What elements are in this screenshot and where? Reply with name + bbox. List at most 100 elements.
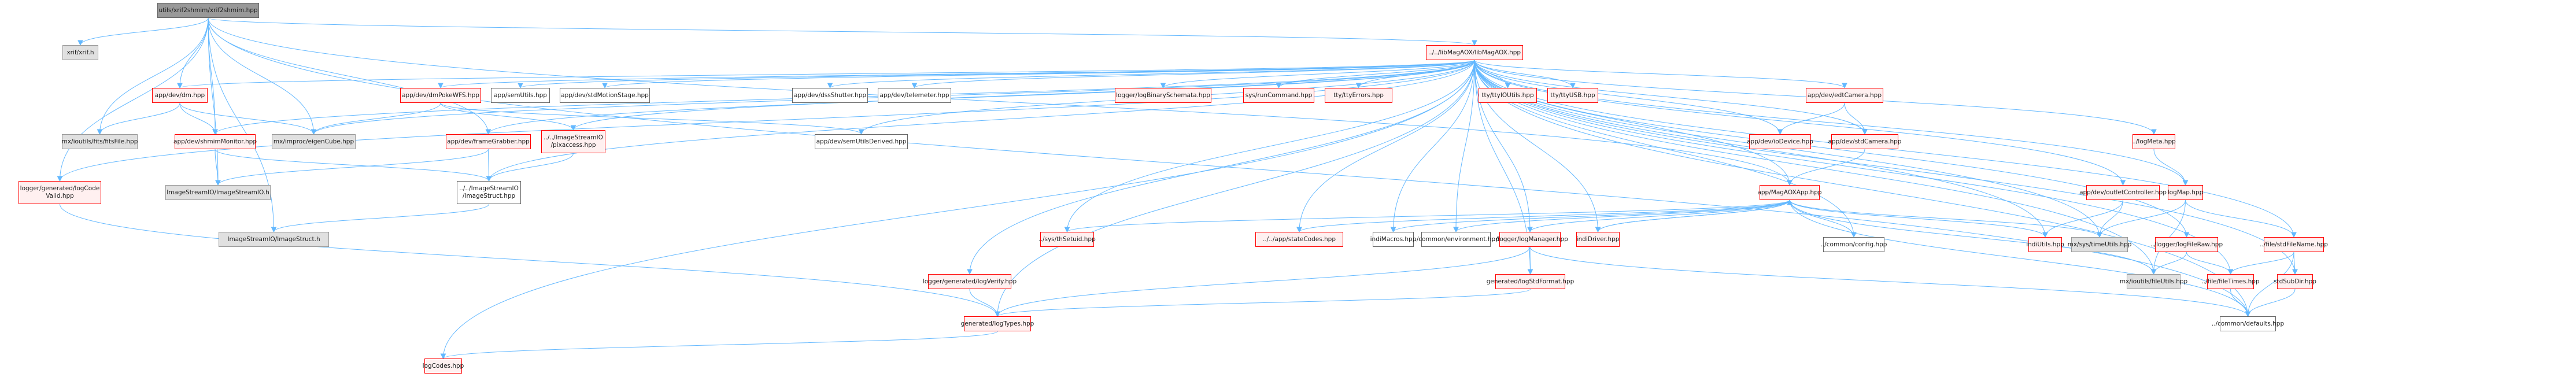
arrowhead-icon — [486, 176, 492, 182]
arrowhead-icon — [311, 129, 317, 135]
graph-node-stdsubdir[interactable]: stdSubDir.hpp — [2274, 274, 2316, 289]
graph-node-libmagaox[interactable]: ../../libMagAOX/libMagAOX.hpp — [1426, 45, 1523, 60]
graph-node-logbinary[interactable]: logger/logBinarySchemata.hpp — [1115, 88, 1211, 103]
graph-node-imagestruct_h[interactable]: ImageStreamIO/ImageStruct.h — [219, 232, 329, 247]
graph-node-thsetuid[interactable]: ../sys/thSetuid.hpp — [1038, 232, 1096, 247]
graph-node-environment[interactable]: ../common/environment.hpp — [1413, 232, 1499, 247]
graph-node-semutilsderived[interactable]: app/dev/semUtilsDerived.hpp — [815, 134, 908, 149]
graph-node-logmanager[interactable]: ../logger/logManager.hpp — [1492, 232, 1568, 247]
arrowhead-icon — [1160, 83, 1166, 89]
graph-node-telemeter[interactable]: app/dev/telemeter.hpp — [878, 88, 951, 103]
graph-node-defaults[interactable]: ../common/defaults.hpp — [2212, 316, 2284, 331]
graph-node-eigencube[interactable]: mx/improc/eigenCube.hpp — [272, 134, 356, 149]
edge-libmagaox-to-ttyusb — [1474, 60, 1573, 88]
graph-node-dssshutter[interactable]: app/dev/dssShutter.hpp — [792, 88, 868, 103]
graph-node-logcodes[interactable]: logCodes.hpp — [423, 358, 464, 374]
graph-node-imagestruct_hpp[interactable]: ../../ImageStreamIO /ImageStruct.hpp — [457, 181, 521, 204]
edge-libmagaox-to-dm — [179, 60, 1475, 88]
edge-logcodevalid-to-logtypes — [60, 204, 998, 317]
edge-magaoxapp-to-thsetuid — [1067, 199, 1790, 232]
graph-node-statecodes[interactable]: ../../app/stateCodes.hpp — [1255, 232, 1343, 247]
graph-node-root[interactable]: utils/xrif2shmim/xrif2shmim.hpp — [157, 3, 259, 18]
graph-node-dmpokewfs[interactable]: app/dev/dmPokeWFS.hpp — [400, 88, 481, 103]
graph-node-ttyioutils[interactable]: tty/ttyIOUtils.hpp — [1479, 88, 1537, 103]
graph-node-indidriver[interactable]: indiDriver.hpp — [1576, 232, 1620, 247]
graph-node-ttyusb[interactable]: tty/ttyUSB.hpp — [1547, 88, 1598, 103]
graph-node-iodevice[interactable]: app/dev/ioDevice.hpp — [1747, 134, 1813, 149]
graph-node-runcommand[interactable]: sys/runCommand.hpp — [1243, 88, 1314, 103]
edge-logstdformat-to-logtypes — [997, 289, 1531, 317]
edge-magaoxapp-to-environment — [1455, 199, 1790, 232]
edge-libmagaox-to-pixaccess — [573, 60, 1475, 131]
graph-node-timeutils[interactable]: mx/sys/timeUtils.hpp — [2068, 237, 2131, 252]
edge-filetimes-to-defaults — [2230, 289, 2248, 317]
edge-logmanager-to-logtypes — [997, 246, 1531, 317]
edge-libmagaox-to-semutils — [520, 60, 1475, 88]
graph-node-dm[interactable]: app/dev/dm.hpp — [152, 88, 208, 103]
graph-node-logtypes[interactable]: generated/logTypes.hpp — [961, 316, 1034, 331]
arrowhead-icon — [2182, 180, 2189, 186]
arrowhead-icon — [177, 83, 183, 89]
arrowhead-icon — [2120, 180, 2126, 186]
edge-libmagaox-to-indimacros — [1393, 60, 1475, 232]
edge-magaoxapp-to-fileutils — [1789, 199, 2154, 275]
edge-libmagaox-to-environment — [1455, 60, 1475, 232]
graph-node-pixaccess[interactable]: ../../ImageStreamIO /pixaccess.hpp — [541, 130, 605, 153]
edge-dm-to-eigencube — [179, 102, 314, 135]
edge-root-to-magaoxapp — [208, 17, 1790, 186]
arrowhead-icon — [271, 227, 277, 233]
arrowhead-icon — [827, 83, 833, 89]
edge-logverify-to-logtypes — [969, 289, 998, 317]
edge-root-to-framegrabber — [208, 17, 489, 135]
graph-node-logstdformat[interactable]: generated/logStdFormat.hpp — [1487, 274, 1574, 289]
edge-indidriver-to-magaoxapp — [1598, 199, 1790, 232]
edge-libmagaox-to-logcodes — [443, 60, 1475, 359]
graph-node-edtcamera[interactable]: app/dev/edtCamera.hpp — [1806, 88, 1883, 103]
graph-node-shmimmonitor[interactable]: app/dev/shmimMonitor.hpp — [173, 134, 257, 149]
arrowhead-icon — [1296, 227, 1302, 233]
edge-libmagaox-to-defaults — [1474, 60, 2248, 317]
edge-libmagaox-to-logbinary — [1163, 60, 1475, 88]
arrowhead-icon — [485, 129, 491, 135]
graph-node-stdcamera[interactable]: app/dev/stdCamera.hpp — [1828, 134, 1901, 149]
graph-node-magaoxapp[interactable]: app/MagAOXApp.hpp — [1757, 185, 1822, 200]
graph-node-framegrabber[interactable]: app/dev/frameGrabber.hpp — [446, 134, 531, 149]
graph-node-logmap[interactable]: logMap.hpp — [2168, 185, 2203, 200]
edge-magaoxapp-to-indiutils — [1789, 199, 2046, 238]
graph-node-fitsfile[interactable]: mx/ioutils/fits/fitsFile.hpp — [62, 134, 138, 149]
graph-node-logverify[interactable]: logger/generated/logVerify.hpp — [923, 274, 1017, 289]
arrowhead-icon — [212, 129, 218, 135]
arrowhead-icon — [215, 180, 221, 186]
edge-root-to-logcodevalid — [60, 17, 209, 182]
edge-stdsubdir-to-defaults — [2248, 289, 2296, 317]
arrowhead-icon — [1527, 227, 1533, 233]
graph-node-stdfilename[interactable]: ../file/stdFileName.hpp — [2260, 237, 2328, 252]
arrowhead-icon — [440, 353, 446, 360]
graph-node-fileutils[interactable]: mx/ioutils/fileUtils.hpp — [2120, 274, 2187, 289]
arrowhead-icon — [438, 83, 443, 89]
graph-node-config[interactable]: ../common/config.hpp — [1821, 237, 1887, 252]
edge-libmagaox-to-stdcamera — [1474, 60, 1865, 135]
edge-dmpokewfs-to-semutilsderived — [440, 102, 862, 135]
edge-libmagaox-to-telemeter — [914, 60, 1475, 88]
graph-node-indimacros[interactable]: indiMacros.hpp — [1370, 232, 1416, 247]
arrowhead-icon — [1064, 227, 1070, 233]
graph-node-xrif[interactable]: xrif/xrif.h — [62, 45, 98, 60]
graph-node-ttyerrors[interactable]: tty/ttyErrors.hpp — [1325, 88, 1392, 103]
edge-magaoxapp-to-timeutils — [1789, 199, 2100, 238]
graph-node-logfileraw[interactable]: ../logger/logFileRaw.hpp — [2150, 237, 2223, 252]
graph-node-outletcontroller[interactable]: app/dev/outletController.hpp — [2079, 185, 2167, 200]
graph-node-logmeta[interactable]: ../logMeta.hpp — [2132, 134, 2176, 149]
arrowhead-icon — [1851, 232, 1857, 238]
edge-stdfilename-to-defaults — [2248, 252, 2294, 317]
graph-node-filetimes[interactable]: ../file/fileTimes.hpp — [2201, 274, 2260, 289]
graph-node-isio_h[interactable]: ImageStreamIO/ImageStreamIO.h — [165, 185, 271, 200]
edge-shmimmonitor-to-imagestruct_hpp — [215, 149, 489, 182]
graph-node-stdmotion[interactable]: app/dev/stdMotionStage.hpp — [560, 88, 650, 103]
edge-outletcontroller-to-indiutils — [2045, 199, 2123, 238]
graph-node-indiutils[interactable]: indiUtils.hpp — [2026, 237, 2064, 252]
edge-libmagaox-to-outletcontroller — [1474, 60, 2123, 186]
graph-node-logcodevalid[interactable]: logger/generated/logCode Valid.hpp — [19, 181, 101, 204]
edge-libmagaox-to-logmanager — [1474, 60, 1531, 232]
graph-node-semutils[interactable]: app/semUtils.hpp — [491, 88, 550, 103]
